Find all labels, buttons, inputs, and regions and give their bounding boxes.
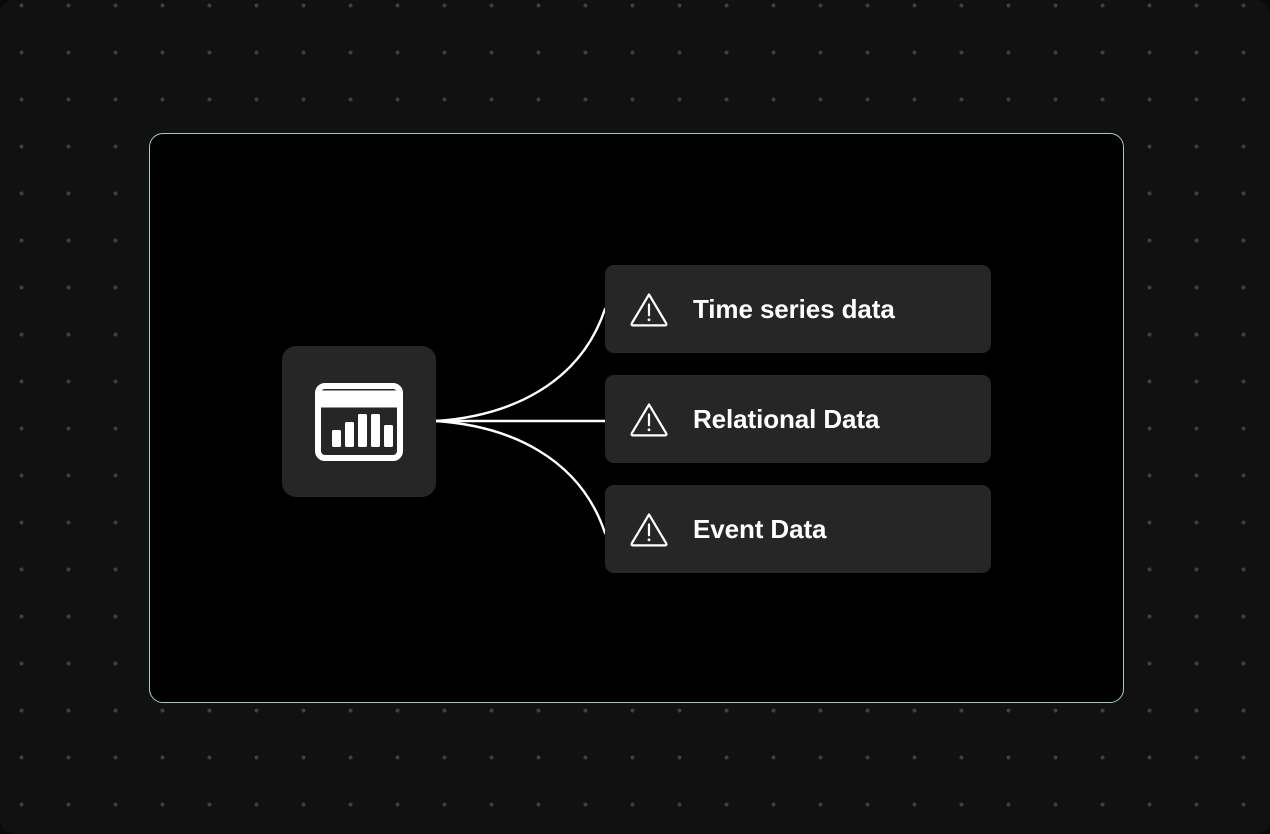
target-card-label: Time series data: [693, 294, 895, 324]
target-card-label: Relational Data: [693, 404, 880, 434]
warning-triangle-icon: [630, 403, 668, 437]
target-card-time-series-data[interactable]: Time series data: [605, 265, 991, 353]
warning-triangle-icon: [630, 293, 668, 327]
source-node-dashboard[interactable]: [282, 346, 436, 497]
connector-to-event-data: [434, 419, 607, 535]
dashboard-bar-chart-icon: [315, 382, 403, 461]
connector-to-time-series-data: [434, 307, 607, 423]
warning-triangle-icon: [630, 513, 668, 547]
diagram-frame: Time series data Relational Data Event D…: [149, 133, 1124, 703]
target-card-label: Event Data: [693, 514, 827, 544]
target-card-event-data[interactable]: Event Data: [605, 485, 991, 573]
target-card-relational-data[interactable]: Relational Data: [605, 375, 991, 463]
